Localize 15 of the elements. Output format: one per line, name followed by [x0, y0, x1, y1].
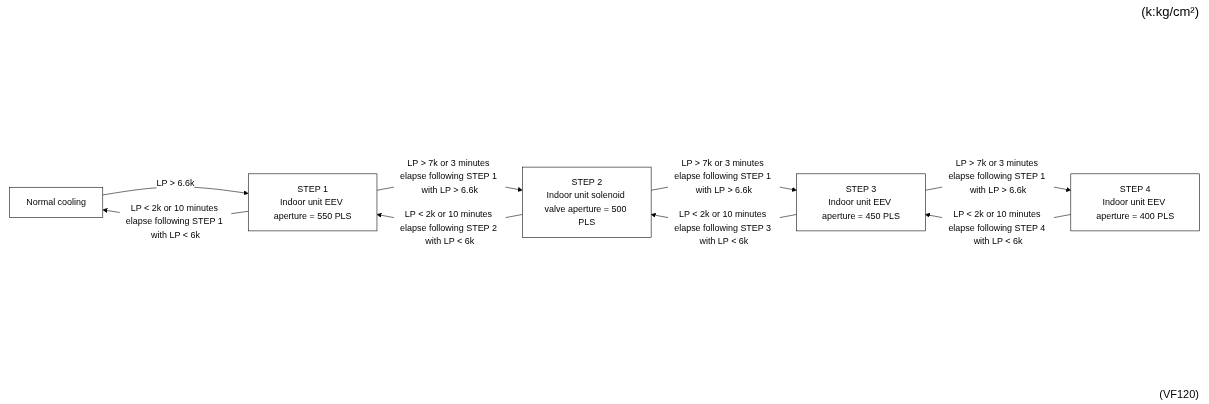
edge-label: LP < 2k or 10 minutes elapse following STEP 3 with LP < 6k: [674, 209, 772, 246]
node-box: STEP 2 Indoor unit solenoid valve aperture = 500 PLS: [522, 166, 652, 238]
edge-label: LP < 2k or 10 minutes elapse following STEP 4 with LP < 6k: [948, 209, 1046, 246]
figure-code: (VF120): [1159, 388, 1199, 400]
node-box: Normal cooling: [9, 186, 104, 218]
node-box: STEP 3 Indoor unit EEV aperture = 450 PLS: [796, 173, 926, 231]
unit-note: (k:kg/cm²): [1141, 4, 1199, 19]
edge-label: LP > 7k or 3 minutes elapse following STEP 1 with LP > 6.6k: [674, 157, 772, 195]
node-box: STEP 1 Indoor unit EEV aperture = 550 PLS: [248, 173, 378, 231]
node-box: STEP 4 Indoor unit EEV aperture = 400 PLS: [1070, 173, 1200, 231]
edge-label: LP < 2k or 10 minutes elapse following STEP 2 with LP < 6k: [400, 209, 497, 246]
edge-label: LP < 2k or 10 minutes elapse following STEP 1 with LP < 6k: [125, 202, 223, 239]
edge-label: LP > 6.6k: [156, 177, 195, 188]
edge-label: LP > 7k or 3 minutes elapse following STEP 1 with LP > 6.6k: [400, 157, 497, 195]
edge-label: LP > 7k or 3 minutes elapse following STEP 1 with LP > 6.6k: [948, 157, 1046, 195]
